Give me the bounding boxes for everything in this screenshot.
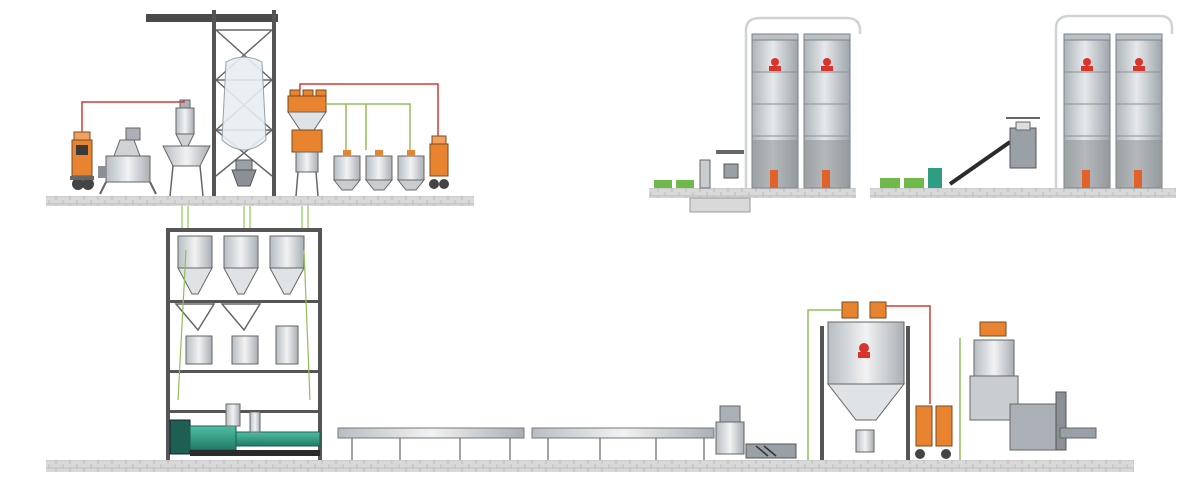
red-pipe-upper-left [81, 100, 185, 132]
logo-silo-left-a [769, 58, 781, 71]
unloading-station-1 [654, 150, 751, 213]
dosing-hopper-upper [287, 89, 327, 197]
silo-right-b [1115, 33, 1163, 189]
dosing-tower [166, 228, 322, 460]
pelletizer-screen [715, 405, 797, 459]
silo-left-b [803, 33, 851, 189]
packing-machine [959, 321, 1097, 460]
dryer-units-lower [915, 405, 953, 459]
cooling-conveyor-2 [531, 427, 715, 460]
right-top-floor-1 [649, 188, 856, 198]
silo-group-left [654, 16, 862, 213]
unloading-station-2 [880, 117, 1040, 188]
silo-right-a [1063, 33, 1111, 189]
homogenizing-silo [807, 301, 931, 460]
red-pipe-upper-right [299, 83, 439, 136]
logo-homogenizing-silo [858, 343, 870, 358]
logo-silo-right-b [1133, 58, 1145, 71]
green-pipe-upper [326, 103, 411, 150]
silo-left-a [751, 33, 799, 189]
storage-bins [332, 150, 426, 191]
vacuum-loader-upper [162, 99, 211, 197]
logo-silo-right-a [1081, 58, 1093, 71]
upper-floor [46, 196, 474, 206]
dryer-left [70, 131, 94, 190]
ground-floor [46, 460, 1134, 472]
big-bag-tower [146, 10, 278, 196]
feed-lines [181, 206, 309, 232]
twin-screw-extruder [169, 403, 321, 456]
mixer-machine [98, 127, 157, 195]
silo-group-right [880, 14, 1174, 189]
right-top-floor-2 [870, 188, 1176, 198]
logo-silo-left-b [821, 58, 833, 71]
cooling-conveyor-1 [337, 427, 525, 460]
dryer-right [429, 135, 449, 189]
